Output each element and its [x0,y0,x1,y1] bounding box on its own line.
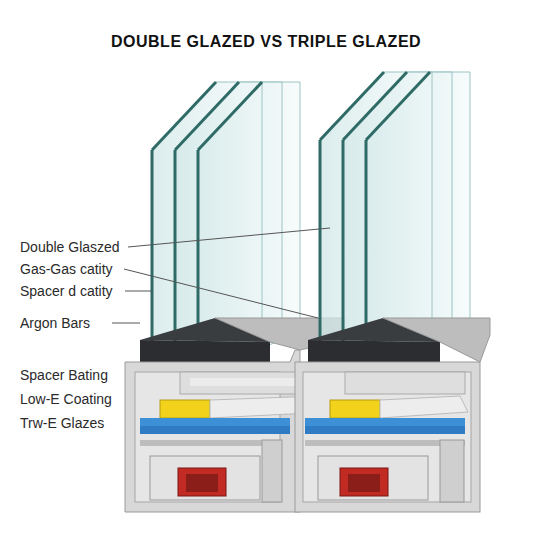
triple-glazed-unit [295,72,490,512]
part-label: Spacer Bating [20,367,108,383]
part-label: Gas-Gas catity [20,261,113,277]
part-label: Low-E Coating [20,391,112,407]
part-label: Double Glaszed [20,239,120,255]
leader-lines [112,228,330,323]
part-label: Trw-E Glazes [20,415,104,431]
part-label: Spacer d catity [20,283,113,299]
part-label: Argon Bars [20,315,90,331]
diagram-title: DOUBLE GLAZED VS TRIPLE GLAZED [111,33,421,51]
